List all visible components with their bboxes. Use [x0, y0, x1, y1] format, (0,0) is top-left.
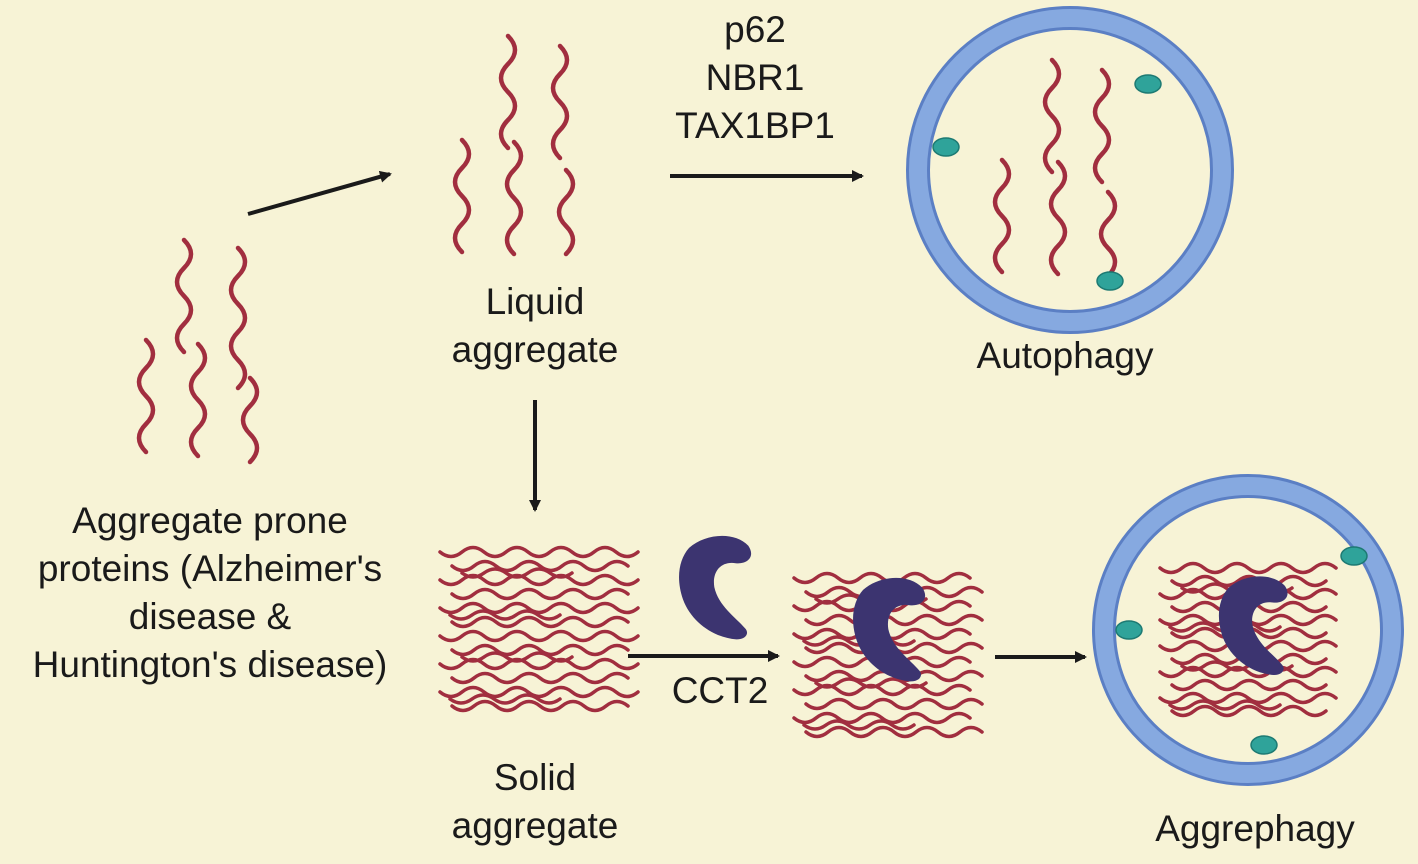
- wavy-protein-strand-icon: [438, 657, 640, 671]
- wavy-protein-strand-icon: [450, 699, 630, 713]
- wavy-protein-strand-icon: [450, 559, 630, 573]
- wavy-protein-strand-icon: [1158, 691, 1338, 705]
- wavy-protein-strand-icon: [450, 671, 630, 685]
- wavy-protein-strand-icon: [804, 697, 984, 711]
- liquid-aggregate-label: Liquid aggregate: [451, 281, 619, 370]
- wavy-protein-strand-icon: [438, 601, 640, 615]
- wavy-protein-strand-icon: [792, 571, 972, 585]
- wavy-protein-strand-icon: [498, 33, 518, 151]
- wavy-protein-strand-icon: [804, 725, 984, 739]
- aggrephagy-vesicle: [1092, 474, 1404, 786]
- teal-particle-icon: [932, 137, 960, 157]
- wavy-protein-strand-icon: [240, 375, 260, 465]
- wavy-protein-strand-icon: [136, 337, 156, 455]
- teal-particle-icon: [1250, 735, 1278, 755]
- wavy-protein-strand-icon: [174, 237, 194, 355]
- autophagy-label: Autophagy: [976, 335, 1154, 376]
- wavy-protein-strand-icon: [1170, 678, 1328, 692]
- wavy-protein-strand-icon: [804, 613, 984, 627]
- solid-aggregate-label: Solid aggregate: [451, 757, 619, 846]
- wavy-protein-strand-icon: [1170, 574, 1328, 588]
- wavy-protein-strand-icon: [450, 615, 630, 629]
- wavy-protein-strand-icon: [438, 545, 640, 559]
- wavy-protein-strand-icon: [550, 43, 570, 161]
- wavy-protein-strand-icon: [1158, 561, 1338, 575]
- aggregate-prone-proteins-label: Aggregate prone proteins (Alzheimer's di…: [32, 500, 388, 685]
- cct2-chaperonin-icon: [679, 535, 752, 640]
- wavy-protein-strand-icon: [438, 685, 640, 699]
- wavy-protein-strand-icon: [448, 693, 562, 705]
- wavy-protein-strand-icon: [504, 139, 524, 257]
- autophagosome-protein-cargo: [992, 57, 1118, 279]
- aggregate-prone-proteins-icon: [136, 237, 260, 465]
- cct2-chaperonin-icon: [1218, 576, 1288, 676]
- wavy-protein-strand-icon: [1048, 159, 1068, 277]
- wavy-protein-strand-icon: [438, 629, 640, 643]
- wavy-protein-strand-icon: [228, 245, 248, 391]
- wavy-protein-strand-icon: [452, 137, 472, 255]
- solid-aggregate-icon: [438, 545, 640, 713]
- wavy-protein-strand-icon: [188, 341, 208, 459]
- wavy-protein-strand-icon: [556, 167, 576, 257]
- teal-particle-icon: [1096, 271, 1124, 291]
- autophagy-vesicle: [906, 6, 1234, 334]
- wavy-protein-strand-icon: [1098, 189, 1118, 279]
- wavy-protein-strand-icon: [450, 587, 630, 601]
- liquid-aggregate-icon: [452, 33, 576, 257]
- wavy-protein-strand-icon: [792, 711, 972, 725]
- wavy-protein-strand-icon: [1170, 704, 1328, 718]
- receptors-label: p62 NBR1 TAX1BP1: [675, 9, 835, 146]
- wavy-protein-strand-icon: [992, 157, 1012, 275]
- teal-particle-icon: [1115, 620, 1143, 640]
- cct2-label: CCT2: [671, 670, 769, 711]
- aggrephagy-label: Aggrephagy: [1155, 808, 1355, 849]
- wavy-protein-strand-icon: [1042, 57, 1062, 175]
- wavy-protein-strand-icon: [802, 719, 916, 731]
- wavy-protein-strand-icon: [1158, 665, 1338, 679]
- wavy-protein-strand-icon: [1168, 699, 1282, 711]
- wavy-protein-strand-icon: [438, 573, 640, 587]
- wavy-protein-strand-icon: [448, 609, 562, 621]
- arrow-to-liquid: [247, 170, 392, 216]
- teal-particle-icon: [1134, 74, 1162, 94]
- cct2-bound-aggregate: [792, 571, 984, 739]
- wavy-protein-strand-icon: [1092, 67, 1112, 185]
- wavy-protein-strand-icon: [450, 643, 630, 657]
- teal-particle-icon: [1340, 546, 1368, 566]
- wavy-protein-strand-icon: [792, 683, 972, 697]
- cct2-chaperonin-icon: [853, 577, 926, 682]
